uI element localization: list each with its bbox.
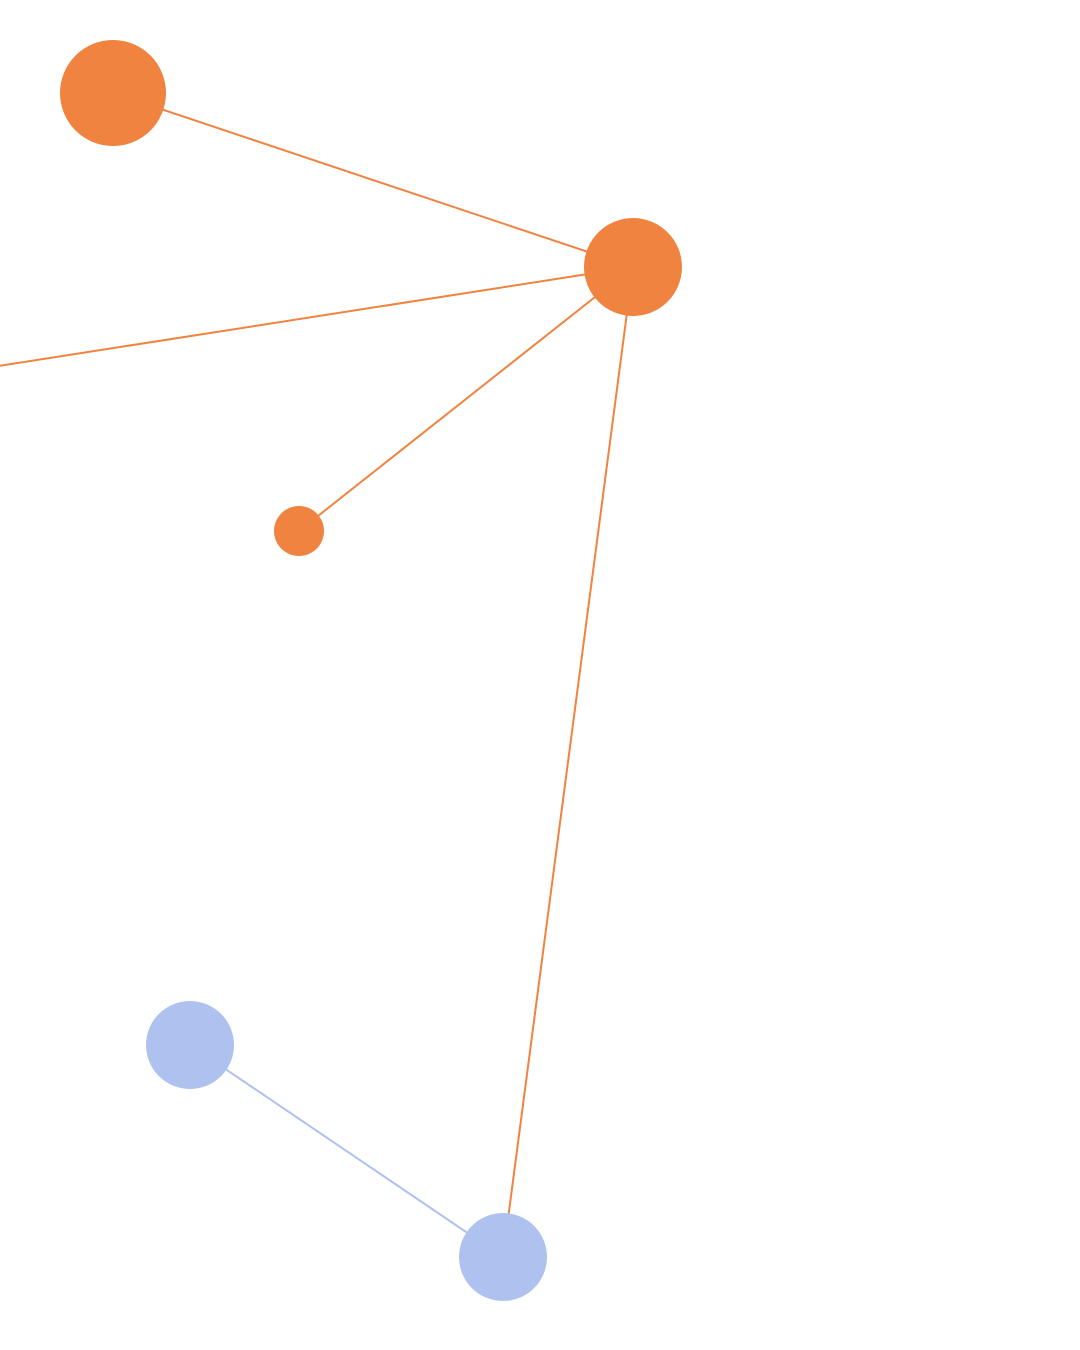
edge-orange-small-to-orange-hub: [298, 266, 634, 532]
edge-blue-left-to-blue-bottom: [189, 1044, 504, 1258]
node-layer: [60, 40, 682, 1301]
node-orange-small: [274, 506, 324, 556]
edge-offscreen-left-to-orange-hub: [0, 266, 634, 367]
node-orange-top-left: [60, 40, 166, 146]
edge-orange-top-left-to-orange-hub: [112, 92, 634, 268]
node-orange-hub: [584, 218, 682, 316]
edge-layer: [0, 92, 634, 1258]
edge-orange-hub-to-blue-bottom: [502, 266, 634, 1258]
node-blue-bottom: [459, 1213, 547, 1301]
node-blue-left: [146, 1001, 234, 1089]
